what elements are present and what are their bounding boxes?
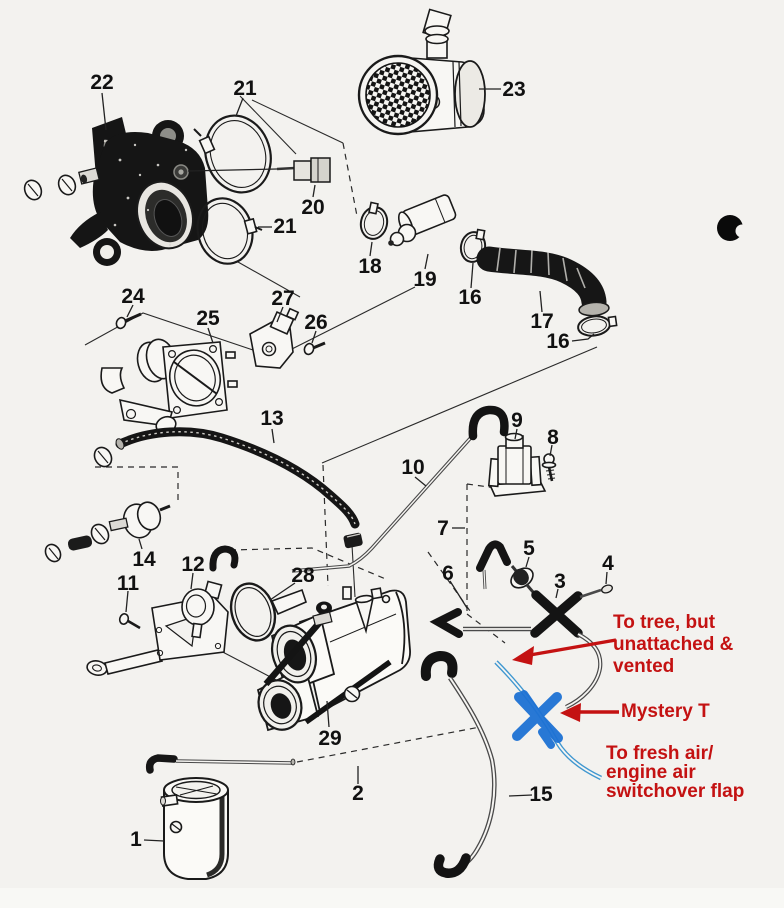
page-registration-dot xyxy=(717,215,749,241)
blue-x-mark xyxy=(512,690,563,749)
callout-16-upper: 16 xyxy=(458,286,481,309)
callout-21-upper: 21 xyxy=(233,77,257,100)
callout-26: 26 xyxy=(304,311,327,334)
red-annotations: To tree, but unattached & vented Mystery… xyxy=(512,612,744,802)
part-22-cast-housing xyxy=(23,117,209,266)
red-arrowhead-to-tree xyxy=(512,646,534,665)
callout-10: 10 xyxy=(401,456,424,479)
callout-24: 24 xyxy=(121,285,145,308)
part-13-braided-hose xyxy=(115,427,363,549)
callout-23: 23 xyxy=(502,78,525,101)
note-mystery-t: Mystery T xyxy=(621,701,710,722)
note-fresh-air-line1: To fresh air/ xyxy=(606,743,714,764)
part-11-bolt xyxy=(118,613,141,630)
part-29-intake-distributor xyxy=(256,586,458,732)
part-22-small-caps xyxy=(23,167,100,201)
callout-22: 22 xyxy=(90,71,113,94)
red-arrowhead-mystery-t xyxy=(560,703,581,722)
part-4-nipple xyxy=(601,584,613,594)
part-5-check-valve xyxy=(510,565,535,593)
part-21-clamp-lower xyxy=(196,197,263,265)
red-arrow-to-tree xyxy=(529,638,617,657)
part-12-vacuum-valve xyxy=(181,545,239,639)
mesh-screen xyxy=(365,62,431,128)
manifold-elbow-hose xyxy=(420,650,458,681)
page-bottom-margin xyxy=(0,888,784,908)
callout-8: 8 xyxy=(547,426,559,449)
callout-4: 4 xyxy=(602,552,614,575)
callout-16-lower: 16 xyxy=(546,330,569,353)
part-10-vacuum-pipe xyxy=(291,405,509,573)
callout-25: 25 xyxy=(196,307,220,330)
callout-19: 19 xyxy=(413,268,436,291)
note-fresh-air-line3: switchover flap xyxy=(606,781,744,802)
part-3-cross-connector xyxy=(530,588,602,638)
callout-7: 7 xyxy=(437,517,449,540)
part-21-clamp-upper xyxy=(193,114,272,194)
callout-5: 5 xyxy=(523,537,535,560)
callout-13: 13 xyxy=(260,407,283,430)
part-28-o-ring xyxy=(229,582,277,642)
part-15-hose xyxy=(433,676,497,878)
callout-2: 2 xyxy=(352,782,364,805)
part-16-hose-clamp-lower xyxy=(577,315,618,337)
part-27-sensor-plate xyxy=(249,307,300,369)
part-14-check-valve-group xyxy=(44,446,179,563)
callout-leader-lines xyxy=(101,88,608,842)
blue-annotations xyxy=(494,660,602,781)
part-23-air-flow-meter xyxy=(357,8,486,136)
callout-9: 9 xyxy=(511,409,523,432)
elbow-hose-above-solenoid xyxy=(468,405,509,441)
note-to-tree-line1: To tree, but xyxy=(613,612,716,633)
part-number-callouts: 22 21 23 20 21 18 19 16 17 16 24 25 27 2… xyxy=(90,71,614,851)
part-24-bolt xyxy=(115,312,142,330)
hose-from-cross-to-mystery-t xyxy=(565,632,603,709)
callout-1: 1 xyxy=(130,828,142,851)
note-to-tree-line2: unattached & xyxy=(613,634,734,655)
callout-17: 17 xyxy=(530,310,553,333)
callout-11: 11 xyxy=(117,572,140,595)
callout-6: 6 xyxy=(442,562,454,585)
callout-12: 12 xyxy=(181,553,204,576)
note-to-tree-line3: vented xyxy=(613,656,674,677)
part-19-valve xyxy=(388,194,457,247)
part-20-temperature-sensor xyxy=(187,157,331,183)
callout-29: 29 xyxy=(318,727,341,750)
part-6-elbow-hoses xyxy=(429,540,531,638)
callout-15: 15 xyxy=(529,783,553,806)
callout-28: 28 xyxy=(291,564,315,587)
part-26-bolt xyxy=(303,341,326,356)
part-17-ribbed-hose xyxy=(476,246,610,317)
callout-18: 18 xyxy=(358,255,382,278)
part-2-thin-pipe xyxy=(145,754,296,774)
note-fresh-air-line2: engine air xyxy=(606,762,696,783)
part-9-solenoid-valve xyxy=(487,432,547,497)
part-1-canister xyxy=(160,777,229,880)
part-18-hose-clamp xyxy=(359,201,389,240)
callout-3: 3 xyxy=(554,570,566,593)
callout-21-lower: 21 xyxy=(273,215,297,238)
callout-14: 14 xyxy=(132,548,156,571)
callout-27: 27 xyxy=(271,287,294,310)
callout-20: 20 xyxy=(301,196,324,219)
part-8-screw xyxy=(541,453,557,482)
